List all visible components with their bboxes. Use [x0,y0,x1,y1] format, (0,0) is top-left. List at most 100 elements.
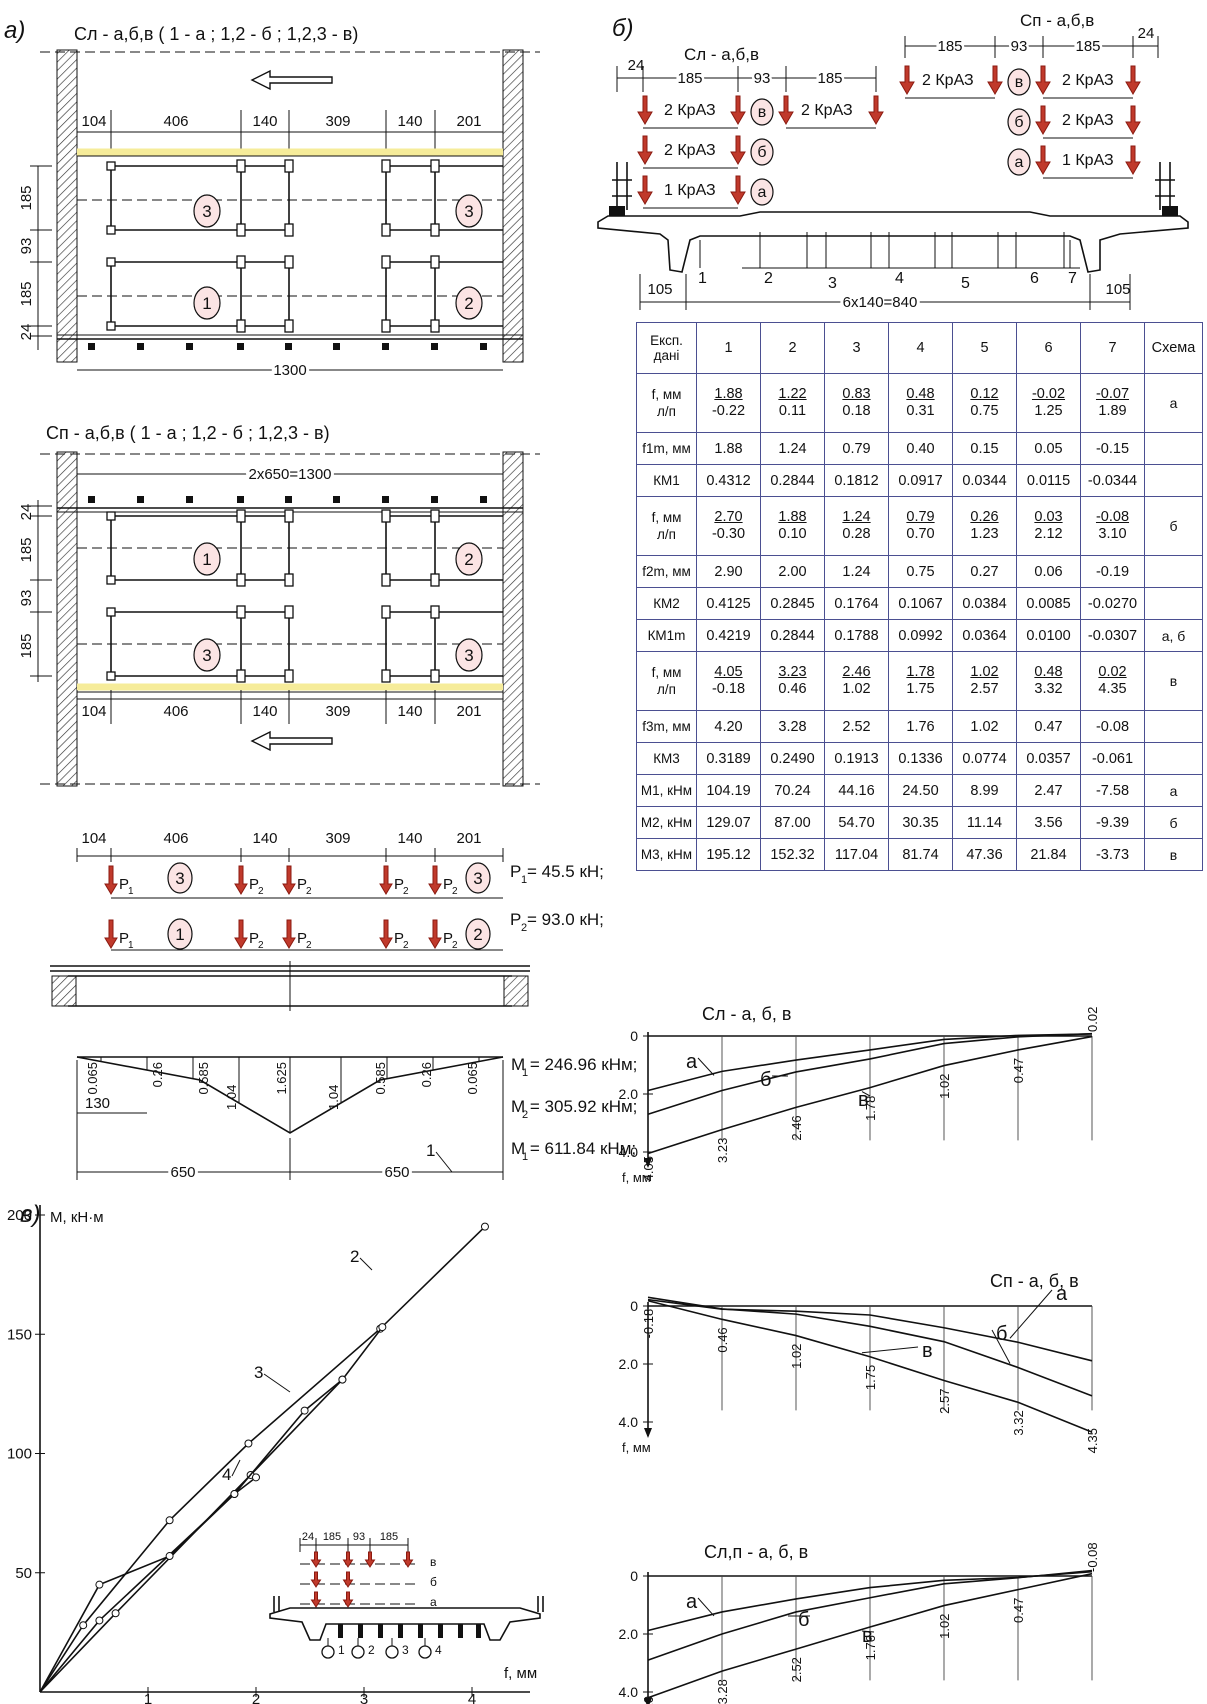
svg-text:140: 140 [397,113,422,130]
svg-text:185: 185 [937,38,962,55]
point-label: 3.23 [715,1138,730,1163]
x-tick-label: 1 [144,1691,152,1704]
svg-text:3: 3 [175,869,184,888]
y-axis-label: f, мм [622,1170,651,1185]
svg-text:0.585: 0.585 [196,1062,211,1095]
series-line-б [647,1296,1093,1397]
deflection-charts: Сл - а, б, в02.04.0f, ммабв4.053.232.461… [619,1004,1100,1704]
svg-text:185: 185 [18,537,35,562]
table-cell: 4.20 [696,710,761,743]
svg-text:6: 6 [1030,270,1039,287]
y-tick-label: 4.0 [619,1684,639,1700]
series-label: а [1056,1283,1068,1305]
table-cell: 8.99 [952,774,1017,807]
data-point [230,1490,239,1499]
inset-scheme-label: в [430,1555,436,1569]
svg-text:1300: 1300 [273,362,306,379]
load-arrow-icon [104,865,442,949]
leader-line [861,1630,875,1633]
svg-text:2: 2 [306,886,312,897]
point-label: 1.76 [863,1635,878,1660]
svg-text:1 КрАЗ: 1 КрАЗ [664,182,716,199]
table-cell: 0.1812 [824,464,889,497]
header-cell: Схема [1144,322,1203,374]
svg-text:309: 309 [325,703,350,720]
scheme-cell [1144,742,1203,775]
series-line-в [647,1300,1093,1433]
svg-text:1: 1 [202,294,211,313]
leader-line [1009,1289,1053,1339]
cross-section: б) Сл - а,б,в Сп - а,б,в 24 185 93 185 1… [597,11,1189,314]
table-cell: -0.0270 [1080,587,1145,620]
deflection-chart-2: Сп - а, б, в02.04.0f, ммабв-0.180.461.02… [619,1271,1100,1455]
svg-text:201: 201 [456,703,481,720]
point-label: 2.52 [789,1657,804,1682]
table-cell: 0.0917 [888,464,953,497]
y-tick-label: 4.0 [619,1144,639,1160]
table-cell: 30.35 [888,806,953,839]
svg-text:1: 1 [522,1151,528,1163]
chart-title: Сл,п - а, б, в [704,1542,808,1562]
table-cell: -0.15 [1080,432,1145,465]
svg-text:2: 2 [473,925,482,944]
gauge-icon [321,1645,335,1659]
row-label: КМ2 [636,587,697,620]
svg-text:93: 93 [18,590,35,607]
y-axis-label: M, кН·м [50,1209,104,1226]
wheel-load-icon [310,1591,322,1608]
svg-text:3: 3 [464,646,473,665]
inset-dim: 24 [302,1531,314,1543]
header-cell: 4 [888,322,953,374]
y-tick-label: 2.0 [619,1356,639,1372]
header-cell: 6 [1016,322,1081,374]
table-cell: 0.0357 [1016,742,1081,775]
svg-text:140: 140 [252,113,277,130]
svg-text:2: 2 [464,550,473,569]
svg-text:3: 3 [464,202,473,221]
row-label: M2, кНм [636,806,697,839]
point-label: 0.02 [1085,1007,1100,1032]
y-axis-label: f, мм [622,1440,651,1455]
svg-text:2: 2 [464,294,473,313]
table-cell: 44.16 [824,774,889,807]
svg-text:б: б [1014,114,1023,131]
data-point [95,1616,104,1625]
series-line-б [647,1032,1093,1116]
svg-text:104: 104 [81,703,106,720]
svg-text:3: 3 [473,869,482,888]
table-cell: 0.1764 [824,587,889,620]
table-cell: -3.73 [1080,838,1145,871]
svg-text:1: 1 [175,925,184,944]
table-cell: 54.70 [824,806,889,839]
table-cell: 0.79 [824,432,889,465]
y-tick-label: 2.0 [619,1086,639,1102]
svg-text:2: 2 [452,940,458,951]
table-cell: 2.70-0.30 [696,496,761,556]
data-point [165,1516,174,1525]
inset-girder-label: 3 [402,1643,409,1657]
leader-line [697,1597,715,1617]
table-cell: 0.2844 [760,464,825,497]
svg-text:P: P [443,876,453,893]
scheme-cell [1144,432,1203,465]
table-cell: 0.15 [952,432,1017,465]
scheme-cell [1144,587,1203,620]
svg-text:406: 406 [163,830,188,847]
inset-dim: 93 [353,1531,365,1543]
svg-text:105: 105 [1105,281,1130,298]
y-tick-label: 0 [630,1568,638,1584]
table-cell: 2.90 [696,555,761,588]
leader-line [435,1151,453,1173]
scheme-cell [1144,555,1203,588]
